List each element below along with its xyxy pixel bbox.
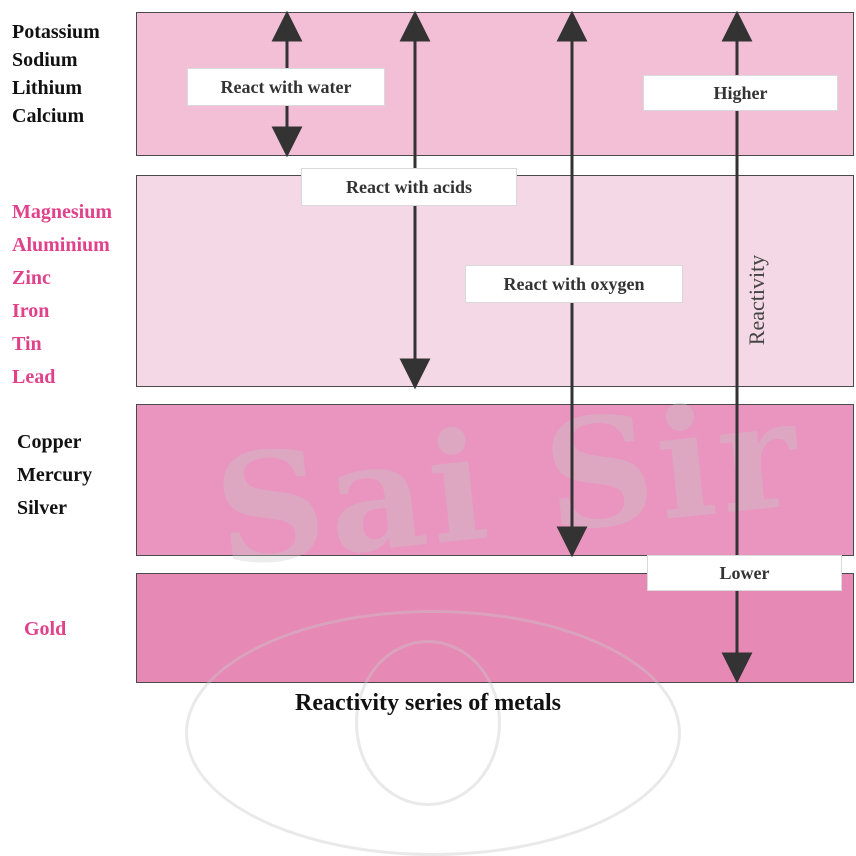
metal-name: Tin: [12, 333, 42, 355]
metal-name: Magnesium: [12, 201, 112, 223]
label-lower: Lower: [647, 555, 842, 591]
metal-name: Silver: [17, 497, 67, 519]
label-react-with-water: React with water: [187, 68, 385, 106]
label-higher: Higher: [643, 75, 838, 111]
metal-group-2: Magnesium Aluminium Zinc Iron Tin Lead: [12, 196, 112, 394]
metal-name: Potassium: [12, 21, 100, 43]
band-low-reactive: [136, 404, 854, 556]
metal-group-3: Copper Mercury Silver: [17, 426, 92, 525]
metal-name: Iron: [12, 300, 50, 322]
metal-name: Sodium: [12, 49, 78, 71]
metal-name: Aluminium: [12, 234, 110, 256]
label-reactivity: Reactivity: [744, 254, 769, 346]
arrow-head-up-icon: [721, 10, 753, 42]
metal-name: Gold: [24, 618, 67, 640]
metal-name: Copper: [17, 431, 82, 453]
arrow-head-up-icon: [399, 10, 431, 42]
label-react-with-oxygen: React with oxygen: [465, 265, 683, 303]
metal-name: Mercury: [17, 464, 93, 486]
arrow-head-down-icon: [556, 526, 588, 558]
arrow-head-up-icon: [556, 10, 588, 42]
arrow-head-down-icon: [399, 358, 431, 390]
metal-group-4: Gold: [24, 615, 66, 643]
metal-name: Zinc: [12, 267, 51, 289]
metal-group-1: Potassium Sodium Lithium Calcium: [12, 18, 100, 130]
metal-name: Calcium: [12, 105, 85, 127]
arrow-head-up-icon: [271, 10, 303, 42]
metal-name: Lead: [12, 366, 56, 388]
arrow-head-down-icon: [721, 652, 753, 684]
metal-name: Lithium: [12, 77, 83, 99]
arrow-head-down-icon: [271, 126, 303, 158]
diagram-caption: Reactivity series of metals: [295, 690, 561, 716]
label-react-with-acids: React with acids: [301, 168, 517, 206]
